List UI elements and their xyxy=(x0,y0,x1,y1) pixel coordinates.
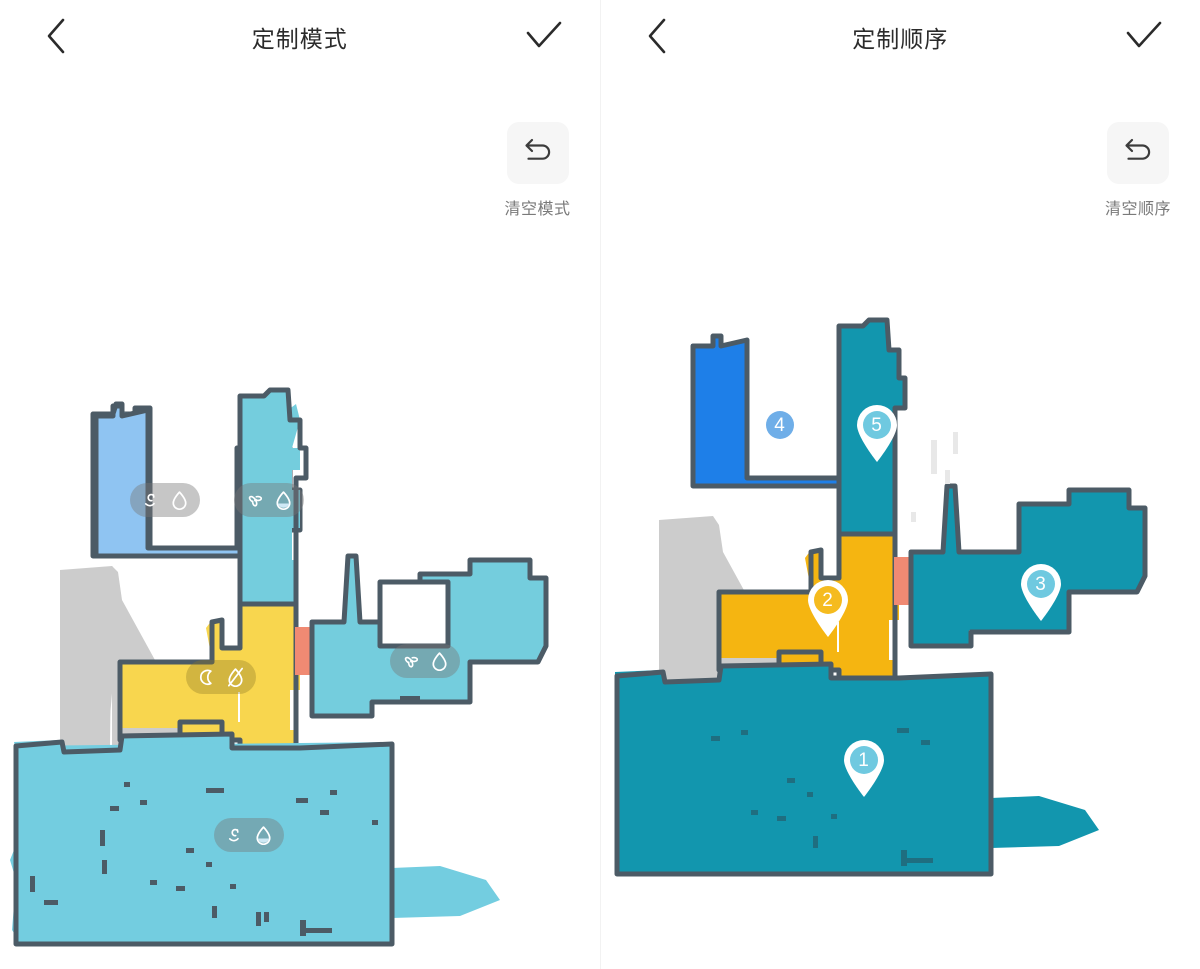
fan-low-icon xyxy=(224,824,247,847)
map-pin-icon xyxy=(807,580,848,637)
clear-mode-button[interactable] xyxy=(506,122,569,184)
order-pin-4-label: 4 xyxy=(774,415,785,436)
mode-badge-room-teal-top[interactable] xyxy=(234,483,304,517)
order-pin-3[interactable]: 3 xyxy=(1018,562,1064,622)
chevron-left-icon xyxy=(43,16,69,61)
clear-mode-control: 清空模式 xyxy=(502,122,574,219)
mode-badge-room-light-blue[interactable] xyxy=(130,483,200,517)
order-pin-2-label: 2 xyxy=(822,590,833,611)
water-drop-filled-icon xyxy=(273,489,294,512)
room-gray-strip2 xyxy=(122,728,232,752)
panel-custom-mode: 定制模式 清空模式 xyxy=(0,0,600,947)
order-pin-5-label: 5 xyxy=(871,415,882,436)
order-pin-5[interactable]: 5 xyxy=(854,403,900,463)
fan-icon xyxy=(400,650,423,673)
map-pin-icon xyxy=(843,740,884,797)
water-drop-icon xyxy=(169,489,190,512)
moon-icon xyxy=(196,666,219,689)
room-gray-edge xyxy=(60,566,120,748)
room-gray-slope xyxy=(112,566,200,748)
fan-low-icon xyxy=(140,489,163,512)
clear-order-button[interactable] xyxy=(1107,122,1169,184)
map-debris xyxy=(30,696,420,936)
room-cyan-main-outline xyxy=(13,731,395,947)
room-cyan-main xyxy=(10,736,392,944)
map-pin-icon xyxy=(856,405,897,462)
room-salmon xyxy=(893,557,912,605)
room-teal-right xyxy=(310,556,546,716)
room-light-blue xyxy=(90,401,303,559)
water-drop-filled-icon xyxy=(253,824,274,847)
water-drop-off-icon xyxy=(225,666,246,689)
clear-mode-label: 清空模式 xyxy=(504,201,571,218)
room-gray xyxy=(60,566,118,748)
order-pin-1-label: 1 xyxy=(858,750,869,771)
room-salmon xyxy=(295,627,313,675)
undo-icon xyxy=(1121,136,1155,171)
undo-icon xyxy=(521,136,555,171)
clear-order-control: 清空顺序 xyxy=(1102,122,1174,219)
appbar-custom-order: 定制顺序 xyxy=(601,0,1200,78)
confirm-button-order[interactable] xyxy=(1120,14,1168,62)
map-debris xyxy=(710,728,933,866)
page-title: 定制模式 xyxy=(251,26,348,52)
order-pin-4[interactable]: 4 xyxy=(757,403,803,463)
mode-badge-room-cyan-main[interactable] xyxy=(214,818,284,852)
panel-custom-order: 定制顺序 清空顺序 xyxy=(599,0,1200,969)
fan-icon xyxy=(244,489,267,512)
order-pin-3-label: 3 xyxy=(1035,574,1046,595)
confirm-button[interactable] xyxy=(520,14,568,62)
room-cyan-main-outline xyxy=(614,661,993,877)
back-button[interactable] xyxy=(32,14,80,62)
room-light-blue-outline xyxy=(93,403,271,559)
map-pin-icon xyxy=(759,405,800,462)
back-button-order[interactable] xyxy=(633,14,681,62)
map-pin-icon xyxy=(1020,564,1061,621)
mode-badge-room-teal-right[interactable] xyxy=(390,644,460,678)
clear-order-label: 清空顺序 xyxy=(1104,201,1171,218)
map-marks-light xyxy=(910,432,958,522)
check-icon xyxy=(1124,20,1164,57)
water-drop-icon xyxy=(429,650,450,673)
order-pin-2[interactable]: 2 xyxy=(805,578,851,638)
room-gray-strip2 xyxy=(710,678,833,702)
order-pin-1[interactable]: 1 xyxy=(841,738,887,798)
check-icon xyxy=(524,20,564,57)
room-teal-right-notch xyxy=(377,579,451,649)
mode-badge-room-yellow[interactable] xyxy=(186,660,256,694)
room-gray xyxy=(658,516,801,700)
chevron-left-icon xyxy=(644,16,670,61)
page-title-order: 定制顺序 xyxy=(852,26,949,52)
room-teal-right-outline xyxy=(309,553,549,719)
appbar-custom-mode: 定制模式 xyxy=(0,0,600,78)
